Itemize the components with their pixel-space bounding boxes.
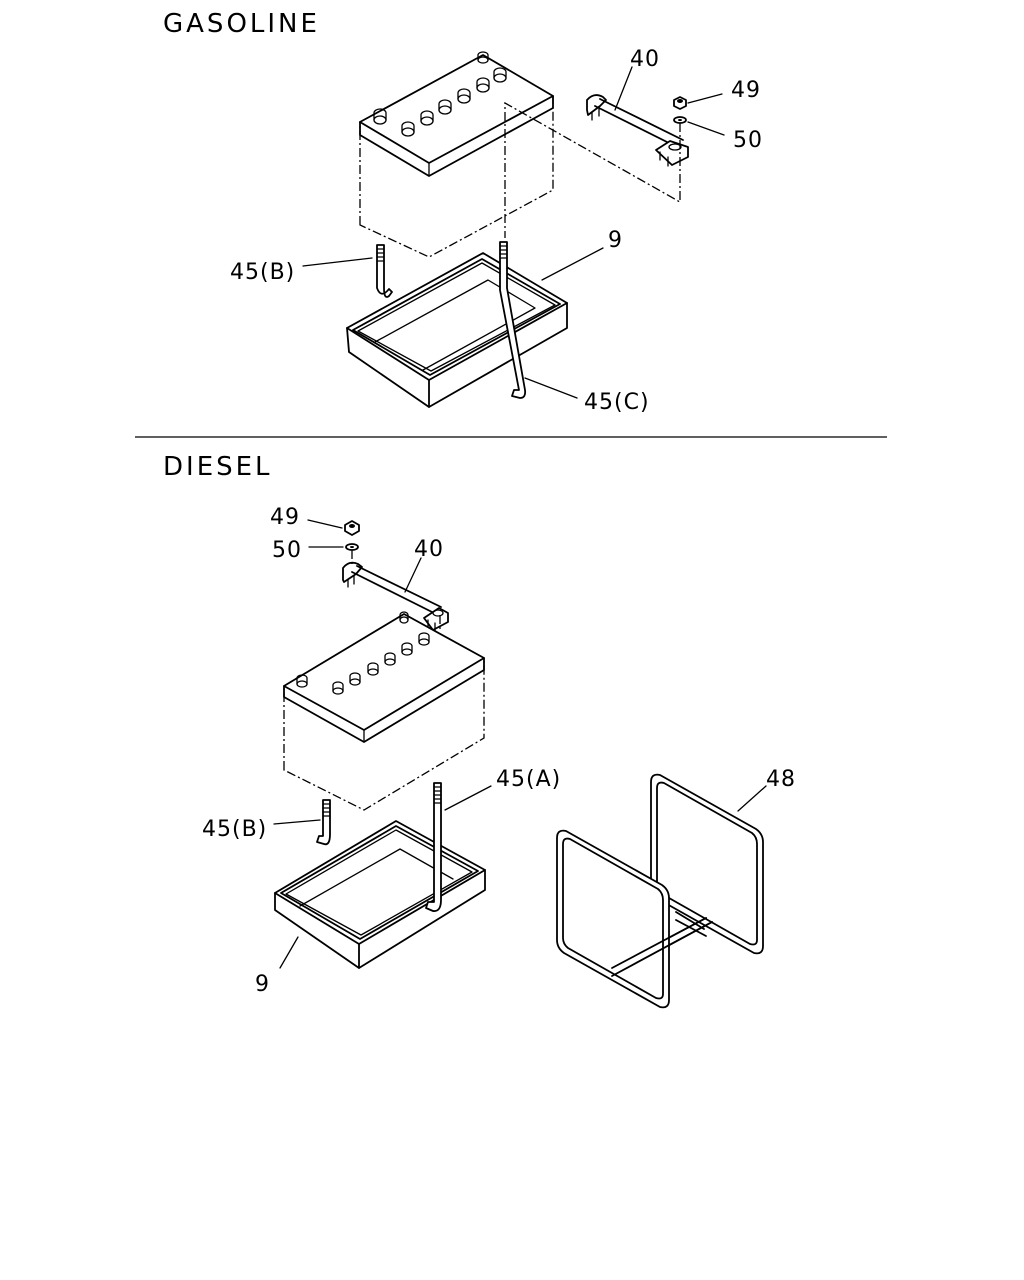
diesel-section: DIESEL [163,452,796,1009]
diesel-callout-bolt-b: 45(B) [202,817,267,842]
diesel-callout-bracket: 48 [766,767,796,792]
diesel-callout-tray: 9 [255,972,270,997]
diesel-battery-bracket-icon [556,773,764,1009]
gasoline-callout-tray: 9 [608,228,623,253]
diesel-holder-icon [342,561,449,632]
diesel-battery-icon [283,550,485,811]
diesel-callout-holder: 40 [414,537,444,562]
gasoline-battery-tray-icon [346,252,568,408]
gasoline-hook-bolt-c-icon [499,241,527,399]
diesel-callout-bolt-a: 45(A) [496,767,561,792]
gasoline-callout-washer: 50 [733,128,763,153]
diesel-nut-icon [344,520,360,536]
diesel-hook-bolt-b-icon [316,799,331,846]
diesel-hook-bolt-a-icon [425,782,442,912]
gasoline-callout-bolt-b: 45(B) [230,260,295,285]
gasoline-title: GASOLINE [163,9,320,39]
diesel-title: DIESEL [163,452,273,482]
gasoline-section: GASOLINE [163,9,763,415]
gasoline-callout-nut: 49 [731,78,761,103]
gasoline-hook-bolt-b-icon [376,244,393,298]
gasoline-battery-icon [359,51,554,258]
gasoline-callout-holder: 40 [630,47,660,72]
diesel-battery-tray-icon [274,820,486,969]
diesel-callout-washer: 50 [272,538,302,563]
gasoline-washer-icon [673,116,687,124]
diesel-callout-nut: 49 [270,505,300,530]
diesel-washer-icon [345,543,359,551]
gasoline-nut-icon [673,96,687,110]
gasoline-callout-bolt-c: 45(C) [584,390,650,415]
gasoline-holder-icon [586,94,689,167]
